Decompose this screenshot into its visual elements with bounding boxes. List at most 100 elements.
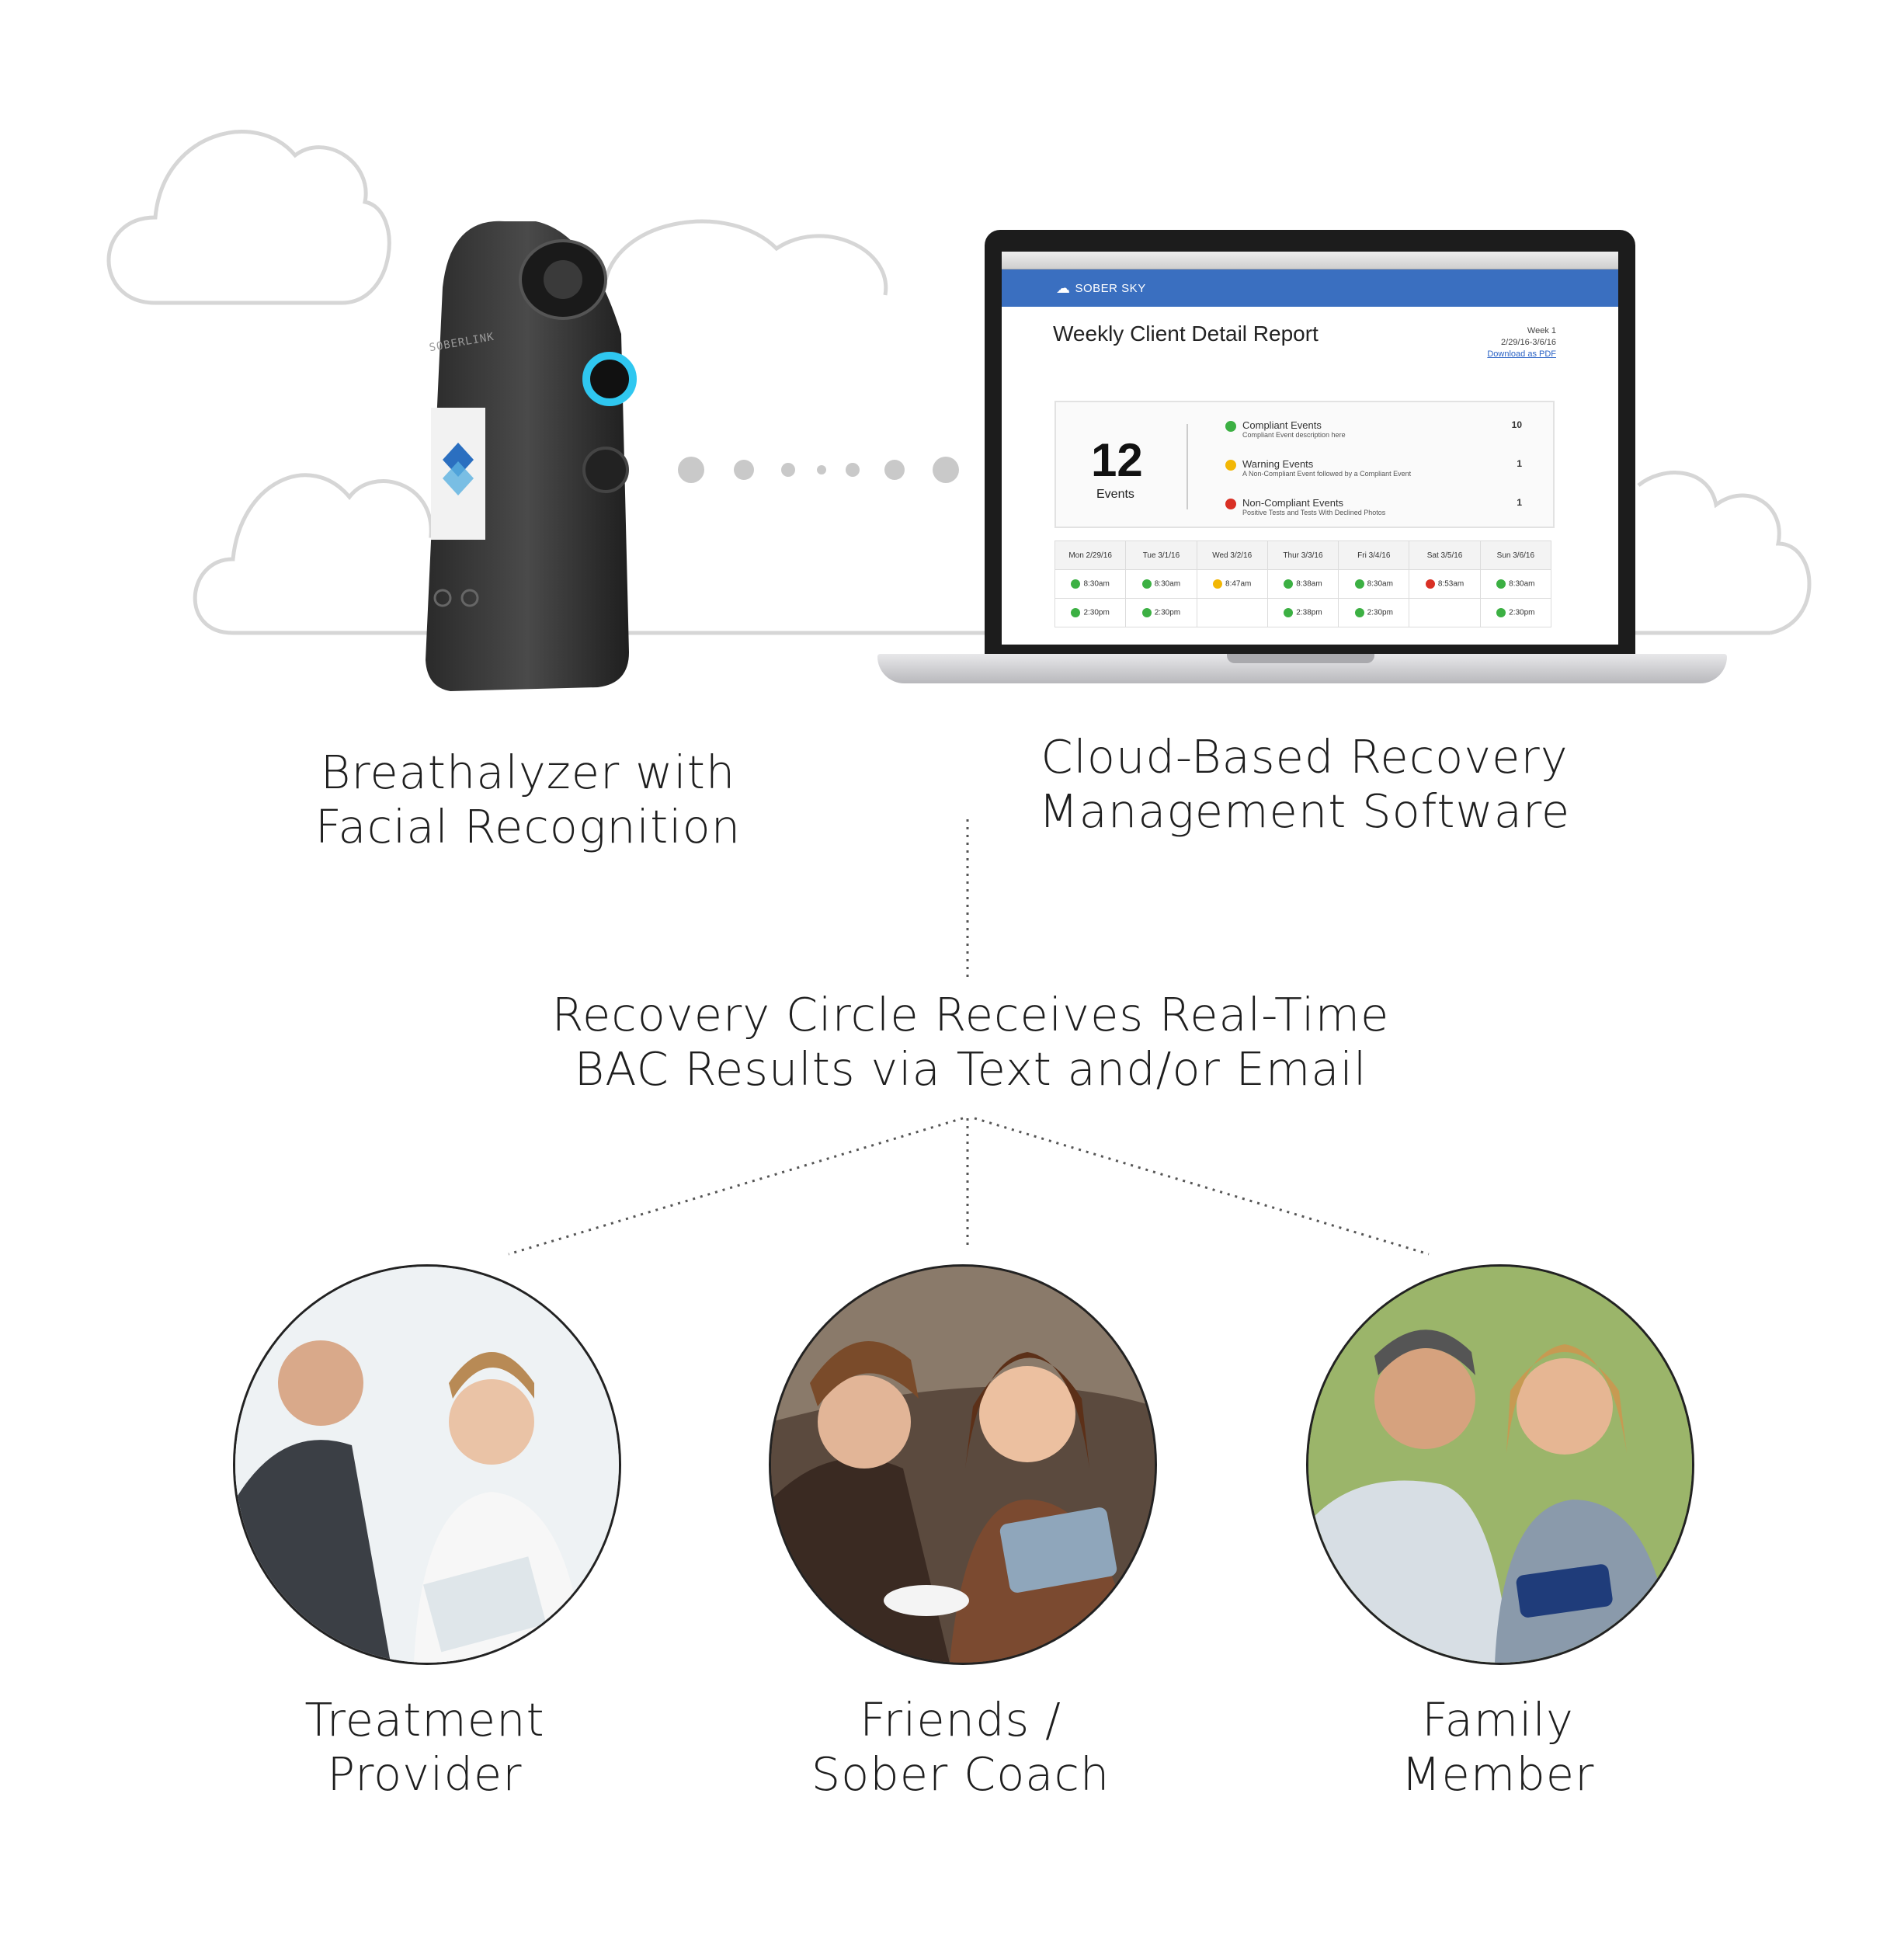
connector-dots	[678, 457, 959, 483]
recovery-circle-caption: Recovery Circle Receives Real-Time BAC R…	[544, 988, 1398, 1097]
recipient-line2: Provider	[327, 1747, 523, 1801]
test-cell: 2:30pm	[1125, 598, 1197, 627]
table-header-row: Mon 2/29/16 Tue 3/1/16 Wed 3/2/16 Thur 3…	[1054, 540, 1552, 570]
test-time: 8:30am	[1154, 579, 1181, 589]
status-icon	[1071, 608, 1081, 617]
device-caption: Breathalyzer with Facial Recognition	[256, 746, 800, 854]
software-window: ☁ SOBER SKY Weekly Client Detail Report …	[1002, 252, 1618, 645]
status-icon	[1071, 579, 1081, 589]
status-icon	[1425, 579, 1435, 589]
test-cell: 8:38am	[1266, 569, 1339, 599]
week-range: 2/29/16-3/6/16	[1501, 338, 1556, 347]
browser-toolbar	[1002, 252, 1618, 269]
recovery-circle-line2: BAC Results via Text and/or Email	[574, 1042, 1367, 1096]
recipient-line1: Friends /	[860, 1693, 1061, 1747]
recipient-caption-family: Family Member	[1306, 1693, 1690, 1802]
test-cell: 2:38pm	[1266, 598, 1339, 627]
test-cell: 8:30am	[1125, 569, 1197, 599]
event-label: Warning Events	[1242, 458, 1314, 470]
status-icon	[1284, 608, 1294, 617]
week-info: Week 1 2/29/16-3/6/16 Download as PDF	[1487, 325, 1556, 360]
day-header: Mon 2/29/16	[1054, 540, 1127, 570]
status-icon	[1354, 608, 1364, 617]
warning-status-icon	[1225, 460, 1236, 471]
recipient-caption-friends: Friends / Sober Coach	[769, 1693, 1152, 1802]
noncompliant-status-icon	[1225, 499, 1236, 509]
test-cell: 8:47am	[1196, 569, 1268, 599]
day-header: Fri 3/4/16	[1338, 540, 1410, 570]
day-header: Sat 3/5/16	[1409, 540, 1481, 570]
test-cell: 8:30am	[1054, 569, 1127, 599]
compliant-status-icon	[1225, 421, 1236, 432]
event-desc: Compliant Event description here	[1242, 431, 1346, 439]
status-icon	[1496, 608, 1506, 617]
day-header: Tue 3/1/16	[1125, 540, 1197, 570]
test-time: 8:38am	[1296, 579, 1322, 589]
software-caption-line1: Cloud-Based Recovery	[1041, 730, 1569, 784]
event-compliant: Compliant Events Compliant Event descrip…	[1225, 419, 1522, 439]
treatment-provider-photo	[233, 1264, 621, 1665]
event-label: Non-Compliant Events	[1242, 497, 1344, 509]
test-cell: 8:30am	[1479, 569, 1552, 599]
test-time: 8:30am	[1367, 579, 1393, 589]
summary-divider	[1187, 424, 1188, 509]
event-desc: Positive Tests and Tests With Declined P…	[1242, 509, 1386, 516]
test-time: 8:30am	[1509, 579, 1535, 589]
test-cell: 2:30pm	[1054, 598, 1127, 627]
event-desc: A Non-Compliant Event followed by a Comp…	[1242, 470, 1412, 478]
app-header: ☁ SOBER SKY	[1002, 269, 1618, 307]
week-label: Week 1	[1527, 326, 1556, 335]
total-events-count: 12	[1091, 434, 1143, 486]
breathalyzer-device: SOBERLINK	[419, 217, 645, 692]
status-icon	[1284, 579, 1294, 589]
test-cell	[1196, 598, 1268, 627]
laptop-base	[877, 654, 1727, 683]
friends-sober-coach-photo	[769, 1264, 1157, 1665]
test-time: 2:30pm	[1083, 608, 1110, 617]
day-header: Sun 3/6/16	[1479, 540, 1552, 570]
event-warning: Warning Events A Non-Compliant Event fol…	[1225, 458, 1522, 478]
day-header: Thur 3/3/16	[1266, 540, 1339, 570]
laptop-screen: ☁ SOBER SKY Weekly Client Detail Report …	[985, 230, 1635, 657]
total-events-label: Events	[1096, 488, 1134, 501]
status-icon	[1496, 579, 1506, 589]
recipient-line1: Treatment	[304, 1693, 545, 1747]
report-title: Weekly Client Detail Report	[1053, 322, 1319, 346]
table-row: 2:30pm 2:30pm 2:38pm 2:30pm 2:30pm	[1054, 598, 1552, 627]
test-time: 8:30am	[1083, 579, 1110, 589]
day-header: Wed 3/2/16	[1196, 540, 1268, 570]
dotted-connector-lines	[508, 819, 1430, 1256]
events-summary: 12 Events Compliant Events Compliant Eve…	[1054, 401, 1555, 528]
software-caption-line2: Management Software	[1038, 784, 1571, 838]
recipient-line2: Sober Coach	[811, 1747, 1110, 1801]
test-time: 8:47am	[1225, 579, 1252, 589]
event-count: 1	[1517, 497, 1522, 508]
test-time: 2:30pm	[1509, 608, 1535, 617]
status-icon	[1141, 579, 1152, 589]
family-member-photo	[1306, 1264, 1694, 1665]
event-count: 10	[1511, 419, 1522, 430]
status-icon	[1213, 579, 1223, 589]
laptop-hinge-notch	[1227, 654, 1374, 663]
event-count: 1	[1517, 458, 1522, 469]
test-cell: 2:30pm	[1479, 598, 1552, 627]
test-cell	[1409, 598, 1481, 627]
recipient-line2: Member	[1401, 1747, 1595, 1801]
test-time: 8:53am	[1437, 579, 1464, 589]
test-cell: 8:53am	[1409, 569, 1481, 599]
event-label: Compliant Events	[1242, 419, 1322, 431]
recovery-circle-line1: Recovery Circle Receives Real-Time	[551, 988, 1390, 1041]
cloud-icon: ☁	[1056, 280, 1071, 296]
test-cell: 2:30pm	[1338, 598, 1410, 627]
status-icon	[1354, 579, 1364, 589]
test-time: 2:38pm	[1296, 608, 1322, 617]
event-noncompliant: Non-Compliant Events Positive Tests and …	[1225, 497, 1522, 516]
device-caption-line1: Breathalyzer with	[320, 746, 736, 799]
app-brand: SOBER SKY	[1075, 281, 1146, 295]
test-time: 2:30pm	[1367, 608, 1393, 617]
recipient-caption-treatment: Treatment Provider	[233, 1693, 617, 1802]
software-caption: Cloud-Based Recovery Management Software	[1009, 730, 1600, 839]
status-icon	[1141, 608, 1152, 617]
download-pdf-link[interactable]: Download as PDF	[1487, 349, 1556, 359]
device-caption-line2: Facial Recognition	[314, 800, 742, 853]
